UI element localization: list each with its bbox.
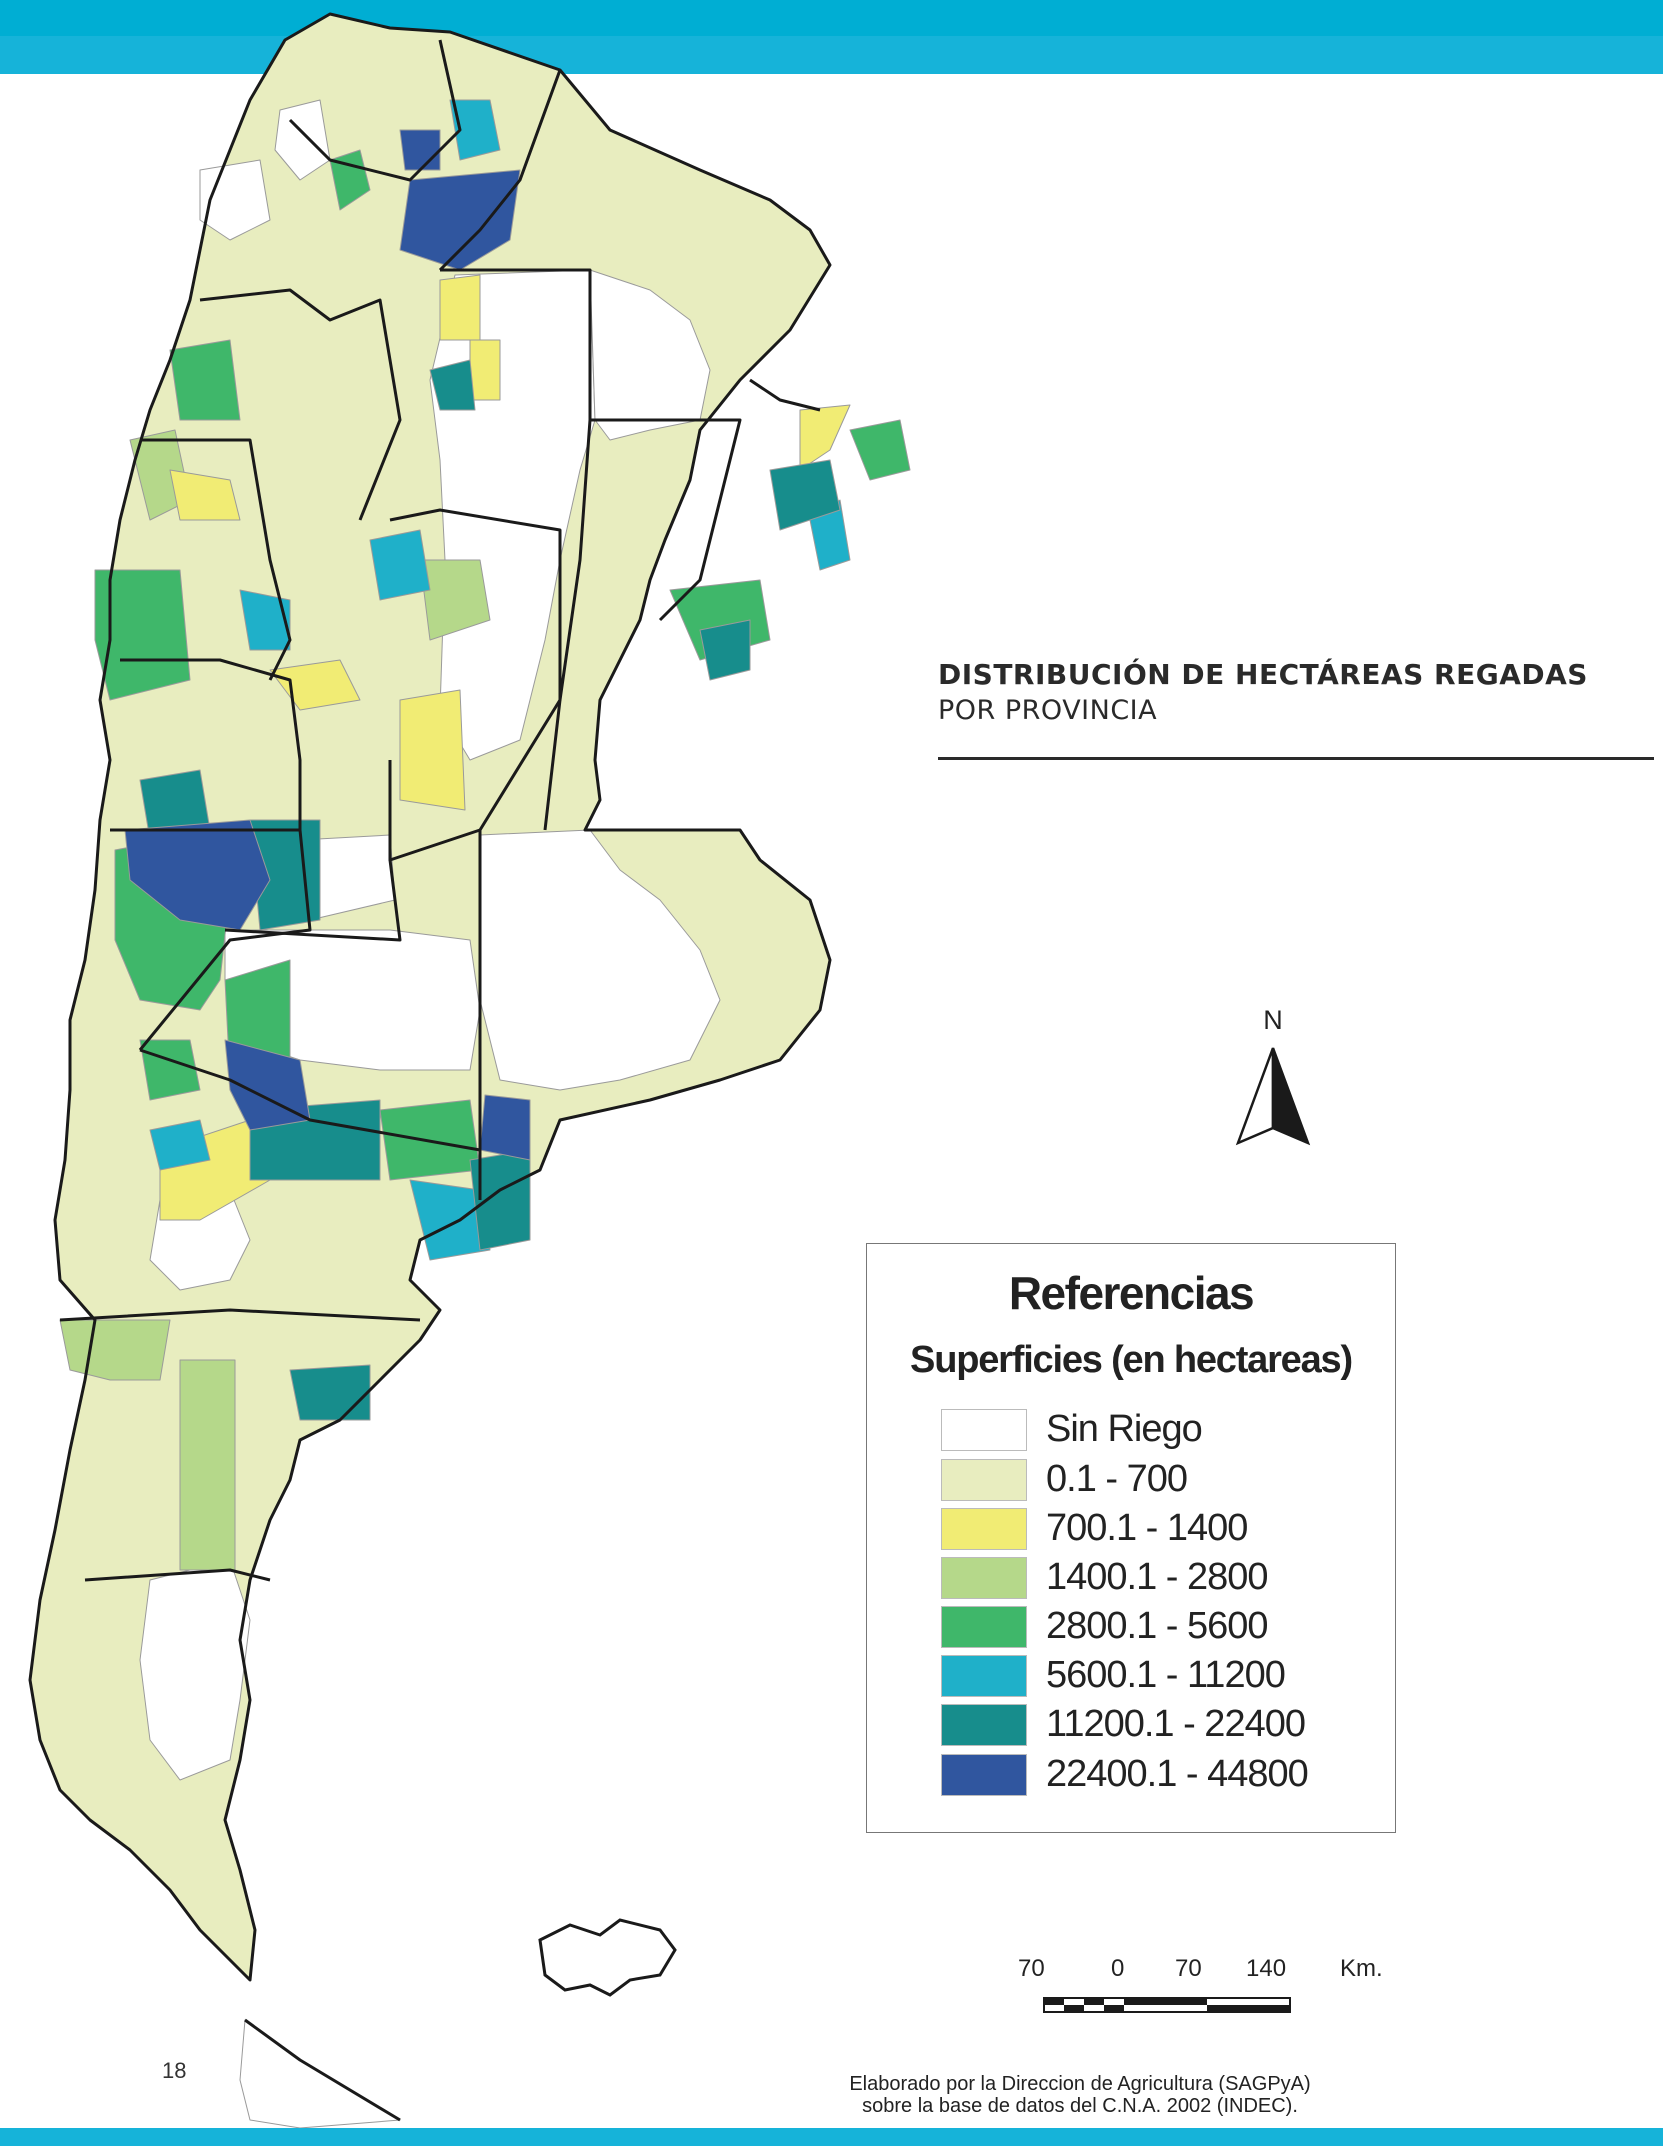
top-color-band (0, 0, 1663, 36)
legend-item-2800-5600: 2800.1 - 5600 (941, 1604, 1361, 1648)
region-sin-riego-norte (274, 99, 331, 181)
legend-swatch (941, 1557, 1027, 1599)
region-2800-5600-i (139, 1039, 201, 1101)
title-divider (938, 757, 1654, 760)
border-mendoza-la-pampa (110, 828, 312, 1051)
legend-label: 0.1 - 700 (1046, 1458, 1188, 1500)
border-rio-negro-chubut (59, 1308, 421, 1322)
region-11200-22400-e (289, 1364, 371, 1421)
map-title-block: DISTRIBUCIÓN DE HECTÁREAS REGADAS POR PR… (938, 658, 1654, 726)
region-2800-5600-e (169, 339, 241, 421)
region-5600-11200-c (449, 99, 501, 161)
region-2800-5600-h (329, 149, 371, 211)
region-11200-22400-g (699, 619, 751, 681)
border-formosa-chaco (438, 69, 562, 272)
legend-item-5600-11200: 5600.1 - 11200 (941, 1653, 1361, 1697)
north-arrow-icon (1235, 1047, 1311, 1146)
border-santa-fe (543, 419, 592, 831)
region-22400-44800-c (399, 169, 521, 271)
region-700-1400-b (399, 689, 466, 811)
scale-unit-label: Km. (1340, 1955, 1383, 1982)
legend-swatch (941, 1754, 1027, 1796)
credit-line-1: Elaborado por la Direccion de Agricultur… (849, 2073, 1311, 2095)
legend-item-0-700: 0.1 - 700 (941, 1457, 1361, 1501)
legend-swatch (941, 1704, 1027, 1746)
border-la-rioja (140, 438, 292, 681)
scale-tick-label: 70 (1018, 1955, 1045, 1982)
scale-tick-label: 140 (1246, 1955, 1287, 1982)
country-outline (28, 12, 832, 1982)
legend-label: Sin Riego (1046, 1408, 1203, 1450)
border-santa-cruz-tdf (244, 2018, 401, 2122)
region-22400-44800-e (399, 129, 441, 171)
border-catamarca-tucuman (199, 288, 402, 521)
border-corrientes-entre-rios (590, 418, 742, 622)
border-san-juan-mendoza (120, 658, 302, 830)
region-1400-2800-a (179, 1359, 236, 1571)
region-sin-riego-patagonia (139, 1559, 251, 1781)
legend-swatch (941, 1508, 1027, 1550)
border-misiones (749, 378, 821, 412)
legend-label: 700.1 - 1400 (1046, 1507, 1248, 1549)
north-label: N (1263, 1005, 1283, 1035)
legend-item-22400-44800: 22400.1 - 44800 (941, 1752, 1361, 1796)
legend-item-1400-2800: 1400.1 - 2800 (941, 1555, 1361, 1599)
scale-bar: 70 0 70 140 Km. (1010, 1955, 1410, 2025)
region-2800-5600-b (94, 569, 191, 701)
border-neuquen-rio-negro (139, 1048, 481, 1152)
map-subtitle: POR PROVINCIA (938, 695, 1158, 726)
region-700-1400-f (169, 469, 241, 521)
legend-item-700-1400: 700.1 - 1400 (941, 1506, 1361, 1550)
region-700-1400-g (469, 339, 501, 401)
legend: Referencias Superficies (en hectareas) S… (866, 1243, 1396, 1833)
region-5600-11200-b (149, 1119, 211, 1171)
scale-bar-graphic (1043, 1997, 1291, 2013)
border-chaco-santiago (440, 268, 592, 420)
legend-item-11200-22400: 11200.1 - 22400 (941, 1702, 1361, 1746)
region-tierra-del-fuego (239, 2019, 401, 2129)
region-11200-22400-f (769, 459, 841, 531)
region-1400-2800-b (59, 1319, 171, 1381)
region-700-1400-d (439, 274, 481, 341)
legend-item-sin-riego: Sin Riego (941, 1407, 1361, 1451)
region-22400-44800-b (224, 1039, 311, 1131)
page-number: 18 (162, 2058, 187, 2083)
legend-label: 2800.1 - 5600 (1046, 1605, 1269, 1647)
map-credits: Elaborado por la Direccion de Agricultur… (760, 2073, 1400, 2117)
map-regions (29, 13, 911, 2129)
region-2800-5600-g (849, 419, 911, 481)
region-11200-22400-h (429, 359, 476, 411)
scale-tick-label: 70 (1175, 1955, 1202, 1982)
border-cordoba-san-luis (224, 859, 402, 942)
border-chubut-santa-cruz (84, 1568, 271, 1582)
border-salta-jujuy (288, 39, 462, 182)
legend-label: 22400.1 - 44800 (1046, 1753, 1309, 1795)
legend-swatch (941, 1409, 1027, 1451)
legend-subtitle: Superficies (en hectareas) (910, 1339, 1353, 1381)
region-700-1400-e (799, 404, 851, 471)
map-title: DISTRIBUCIÓN DE HECTÁREAS REGADAS (938, 658, 1588, 691)
legend-title: Referencias (1008, 1267, 1255, 1319)
legend-label: 11200.1 - 22400 (1046, 1703, 1306, 1745)
credit-line-2: sobre la base de datos del C.N.A. 2002 (… (862, 2095, 1298, 2117)
region-5600-11200-a (409, 1179, 491, 1261)
legend-swatch (941, 1459, 1027, 1501)
bottom-color-band (0, 2128, 1663, 2146)
region-5600-11200-d (369, 529, 431, 601)
region-5600-11200-f (239, 589, 291, 651)
region-1400-2800-c (419, 559, 491, 641)
malvinas-islands (538, 1918, 677, 1997)
legend-swatch (941, 1606, 1027, 1648)
legend-swatch (941, 1655, 1027, 1697)
region-22400-44800-d (479, 1094, 531, 1161)
scale-tick-label: 0 (1111, 1955, 1125, 1982)
legend-label: 5600.1 - 11200 (1046, 1654, 1286, 1696)
province-borders (28, 12, 832, 2122)
legend-label: 1400.1 - 2800 (1046, 1556, 1269, 1598)
